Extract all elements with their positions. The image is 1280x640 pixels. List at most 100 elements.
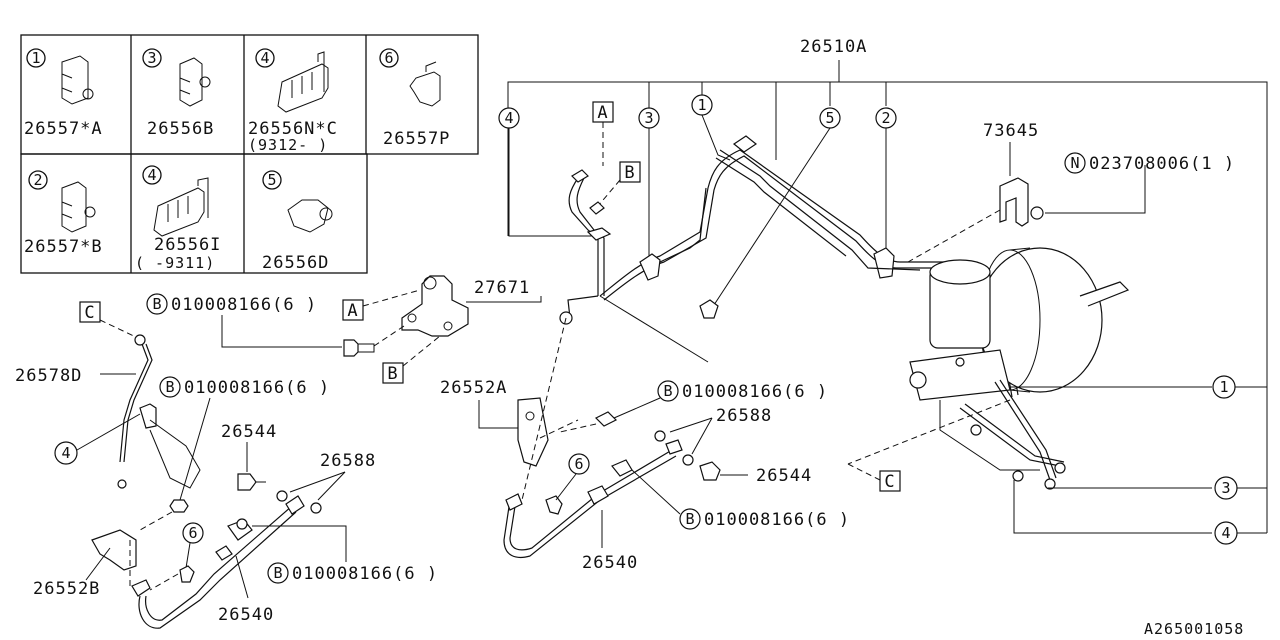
washer-icon (654, 430, 666, 442)
part-label-27671: 27671 (474, 278, 530, 298)
part-label-26540-center: 26540 (582, 553, 638, 573)
svg-text:2: 2 (881, 109, 890, 127)
part-label-bolt-center: 010008166(6 ) (682, 382, 828, 402)
svg-text:B: B (685, 510, 694, 528)
legend-part-number: 26556N*C (248, 119, 338, 139)
reference-box-C-right (879, 470, 901, 492)
svg-text:3: 3 (1221, 479, 1230, 497)
part-label-26544-left: 26544 (221, 422, 277, 442)
left-brake-hose-group: C 26578D 4 B 010008166(6 ) 26552B 26544 … (15, 301, 437, 629)
legend-part-number: 26557*A (24, 119, 103, 139)
reference-box-C-left (79, 301, 101, 323)
callout-B-bolt-hose (267, 562, 289, 584)
bracket-26552A (517, 397, 549, 467)
svg-text:B: B (152, 295, 161, 313)
washer-icon (682, 454, 694, 466)
washer-icon (310, 502, 322, 514)
callout-6-center (568, 453, 590, 475)
svg-text:3: 3 (644, 109, 653, 127)
svg-text:B: B (387, 364, 398, 384)
svg-text:6: 6 (574, 455, 583, 473)
part-label-bolt-center-low: 010008166(6 ) (704, 510, 850, 530)
svg-text:B: B (165, 378, 174, 396)
legend-cell-4-bottom: 4 26556I ( -9311) (135, 165, 220, 272)
svg-text:N: N (1070, 154, 1079, 172)
clip-26556B (639, 253, 661, 281)
legend-part-number: 26557P (383, 129, 450, 149)
part-label-26578D: 26578D (15, 366, 82, 386)
part-label-26544-center: 26544 (756, 466, 812, 486)
legend-cell-6: 6 26557P (379, 48, 450, 149)
callout-number: 1 (31, 49, 40, 67)
clip-26556D (699, 299, 719, 319)
part-label-26540-left: 26540 (218, 605, 274, 625)
callout-number: 5 (267, 171, 276, 189)
part-label-26552B: 26552B (33, 579, 100, 599)
svg-text:B: B (624, 163, 635, 183)
legend-part-number: 26556D (262, 253, 329, 273)
part-label-73645: 73645 (983, 121, 1039, 141)
clip-icon (409, 61, 441, 107)
callout-number: 2 (33, 171, 42, 189)
callout-N (1064, 152, 1086, 174)
bracket-73645 (999, 177, 1029, 227)
clip-26557B (873, 247, 895, 279)
valve-27671-group: 27671 B 010008166(6 ) A B (146, 275, 542, 384)
svg-text:4: 4 (61, 444, 70, 462)
callout-B-bolt-center (657, 380, 679, 402)
part-label-26588-left: 26588 (320, 451, 376, 471)
svg-text:B: B (663, 382, 672, 400)
svg-text:4: 4 (504, 109, 513, 127)
diagram-id: A265001058 (1144, 620, 1244, 638)
callout-B-bolt-center-low (679, 508, 701, 530)
part-label-26588-center: 26588 (716, 406, 772, 426)
svg-text:A: A (597, 103, 608, 123)
brake-line-set-26510A: 26510A 4 3 1 5 2 A B (498, 37, 1268, 545)
clip-icon (277, 63, 329, 113)
bolt-icon (343, 339, 359, 357)
clip-26557P-left (179, 565, 195, 583)
svg-text:B: B (273, 564, 282, 582)
bracket-26552B (91, 529, 137, 571)
part-label-nut: 023708006(1 ) (1089, 154, 1235, 174)
callout-number: 4 (260, 49, 269, 67)
washer-icon (276, 490, 288, 502)
clip-26556I (139, 403, 157, 429)
callout-6-left (182, 522, 204, 544)
svg-text:C: C (84, 303, 95, 323)
callout-circle (26, 48, 46, 68)
legend-cell-1: 1 26557*A (24, 48, 103, 139)
clip-icon (61, 181, 87, 233)
legend-cell-3: 3 26556B (142, 48, 214, 139)
svg-text:1: 1 (697, 96, 706, 114)
legend-cell-4-top: 4 26556N*C (9312- ) (248, 48, 338, 154)
legend-date-note: ( -9311) (135, 254, 215, 272)
part-label-bolt: 010008166(6 ) (171, 295, 317, 315)
svg-text:1: 1 (1219, 378, 1228, 396)
callout-number: 4 (147, 166, 156, 184)
callout-B-bolt-left (159, 376, 181, 398)
reference-box-B-valve (382, 362, 404, 384)
callout-4-left (54, 441, 78, 465)
callout-number: 3 (147, 49, 156, 67)
callout-number: 6 (384, 49, 393, 67)
part-label-26510A: 26510A (800, 37, 867, 57)
reference-box-A-valve (342, 299, 364, 321)
svg-text:A: A (347, 301, 358, 321)
svg-text:5: 5 (825, 109, 834, 127)
svg-text:4: 4 (1221, 524, 1230, 542)
bolt-26544-center (699, 461, 721, 481)
svg-text:6: 6 (188, 524, 197, 542)
clip-icon (153, 187, 205, 237)
svg-text:C: C (884, 472, 895, 492)
clip-icon (287, 199, 329, 233)
clip-icon (179, 57, 203, 107)
legend-cell-2: 2 26557*B (24, 170, 102, 257)
center-brake-hose-group: 26552A B 010008166(6 ) 26588 26544 6 B (440, 317, 850, 573)
brake-booster-master-cylinder (909, 247, 1130, 490)
part-label-26552A: 26552A (440, 378, 507, 398)
parts-legend-table: 1 26557*A 3 26556B 4 26556N*C (9312- ) 6 (20, 34, 479, 274)
legend-part-number: 26556B (147, 119, 214, 139)
legend-date-note: (9312- ) (248, 136, 328, 154)
